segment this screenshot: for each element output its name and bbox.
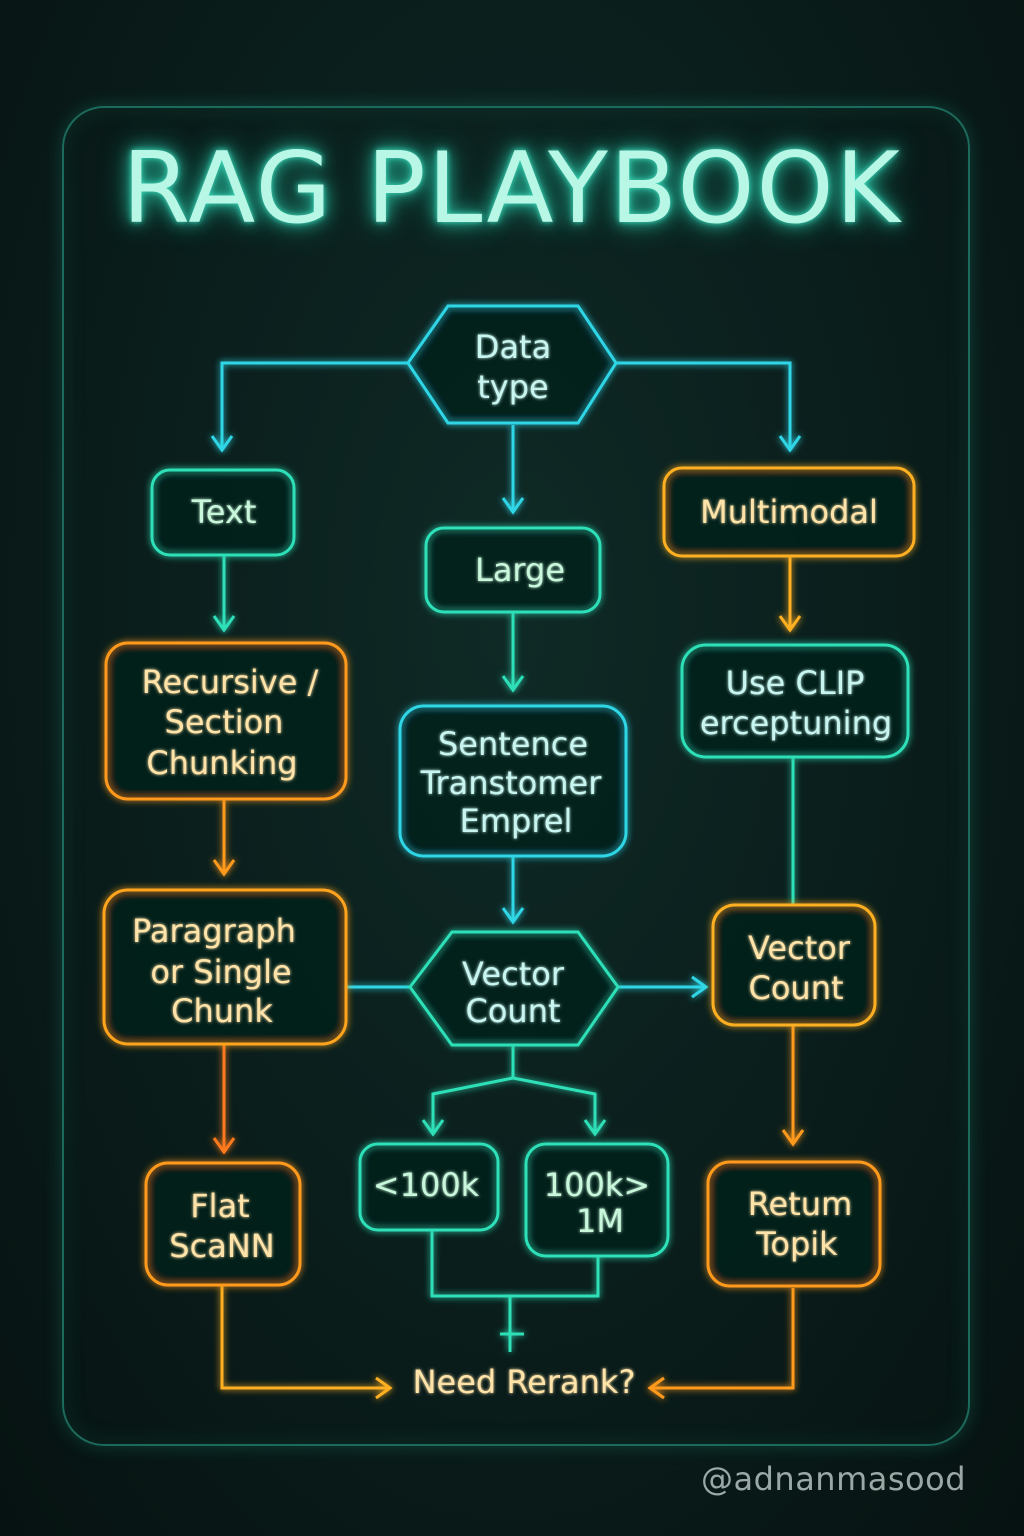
author-watermark: @adnanmasood <box>700 1460 966 1498</box>
node-sentence <box>398 704 628 858</box>
node-vector-count-center <box>408 930 620 1047</box>
large-label: Large <box>475 551 565 589</box>
connector-datatype-text <box>220 361 408 448</box>
node-data-type <box>406 304 618 425</box>
node-text <box>150 468 296 557</box>
connector-datatype-multimodal <box>616 361 792 448</box>
node-recursive <box>104 641 348 801</box>
connector-ranges-merge <box>430 1230 512 1352</box>
node-clip <box>680 643 910 759</box>
100k-1m-label: 100k>1M <box>544 1166 650 1240</box>
page-title: RAG PLAYBOOK <box>122 132 902 246</box>
text-label: Text <box>191 493 257 531</box>
connector-return-rerank <box>652 1288 795 1390</box>
node-large <box>424 526 602 614</box>
node-return-topik <box>706 1160 882 1288</box>
diagram-frame <box>62 106 970 1446</box>
node-paragraph <box>102 888 348 1046</box>
node-lt100k <box>358 1142 500 1232</box>
connector-vectorcount-split <box>431 1046 515 1132</box>
lt100k-label: <100k <box>373 1166 480 1204</box>
node-flat-scann <box>144 1161 302 1287</box>
node-vector-count-right <box>711 903 877 1027</box>
need-rerank-label: Need Rerank? <box>413 1363 636 1401</box>
connector-flat-rerank <box>220 1285 388 1390</box>
connectors <box>210 361 805 1400</box>
node-100k-1m <box>524 1142 670 1258</box>
node-multimodal <box>662 466 916 558</box>
multimodal-label: Multimodal <box>700 493 878 531</box>
